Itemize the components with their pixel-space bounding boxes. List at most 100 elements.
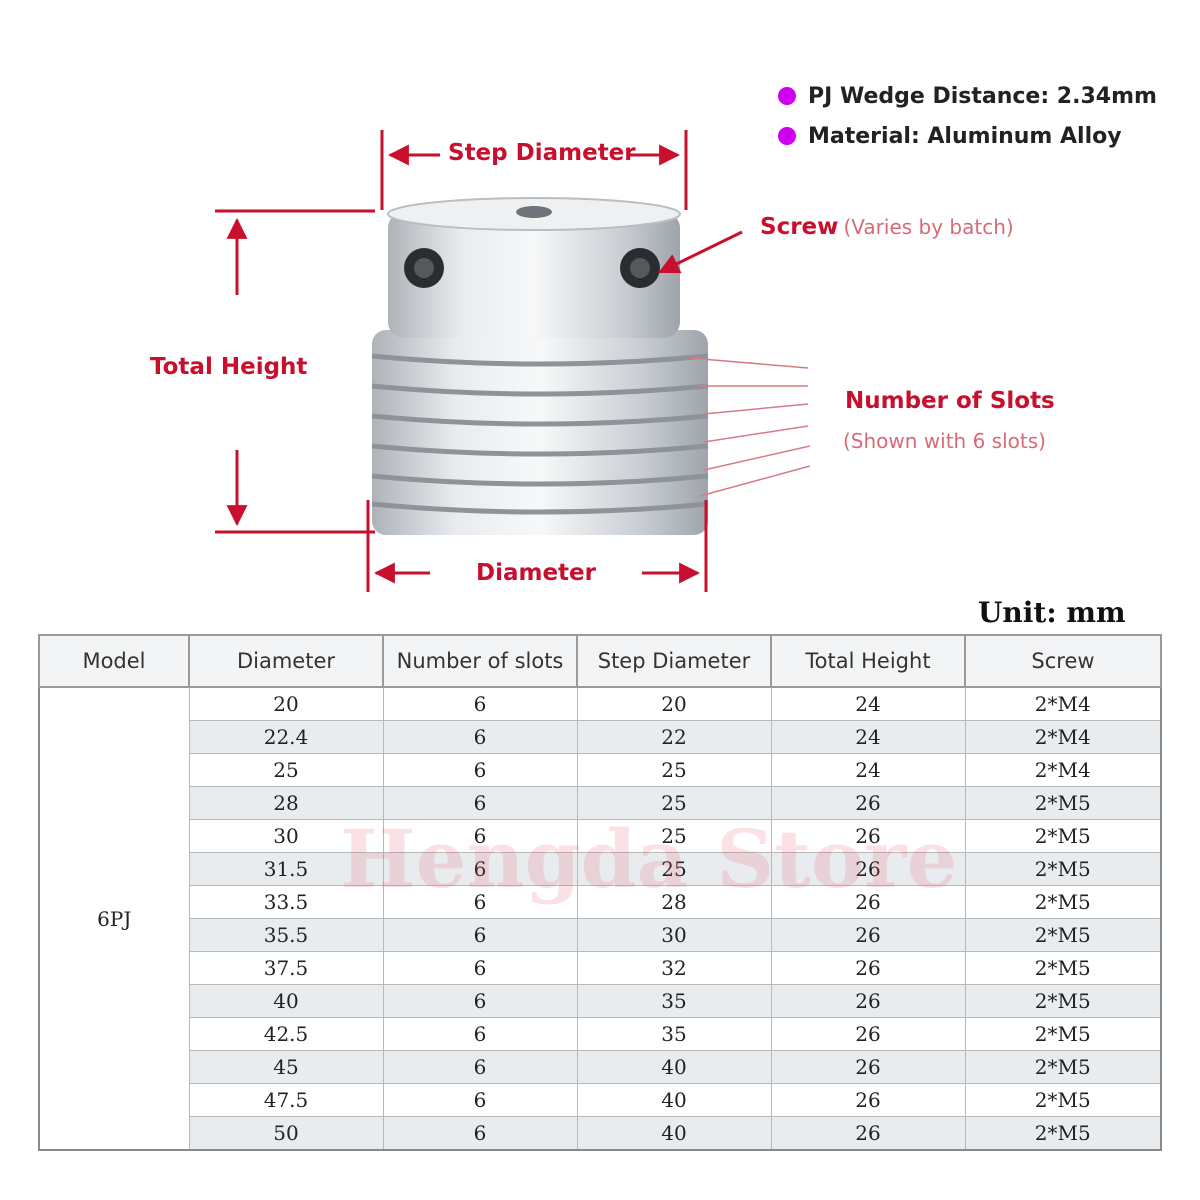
slots-cell: 6 <box>382 1050 578 1084</box>
dimension-lines <box>215 130 743 592</box>
step-diameter-cell: 28 <box>576 885 772 919</box>
slots-cell: 6 <box>382 786 578 820</box>
screw-note: (Varies by batch) <box>843 215 1014 239</box>
total-height-cell: 26 <box>770 819 966 853</box>
slots-cell: 6 <box>382 1083 578 1117</box>
slots-cell: 6 <box>382 819 578 853</box>
pulley-diagram <box>215 130 811 592</box>
total-height-cell: 26 <box>770 1050 966 1084</box>
slots-cell: 6 <box>382 1017 578 1051</box>
pulley-body <box>371 197 709 535</box>
step-diameter-cell: 40 <box>576 1083 772 1117</box>
total-height-cell: 26 <box>770 1116 966 1151</box>
step-diameter-cell: 40 <box>576 1116 772 1151</box>
screw-cell: 2*M5 <box>964 1116 1162 1151</box>
step-diameter-cell: 25 <box>576 852 772 886</box>
screw-cell: 2*M5 <box>964 951 1162 985</box>
slots-note: (Shown with 6 slots) <box>843 429 1046 453</box>
total-height-cell: 26 <box>770 1083 966 1117</box>
screw-callout: Screw (Varies by batch) <box>760 214 1014 240</box>
step-diameter-cell: 25 <box>576 753 772 787</box>
total-height-cell: 26 <box>770 786 966 820</box>
slots-cell: 6 <box>382 885 578 919</box>
diameter-cell: 50 <box>188 1116 384 1151</box>
diameter-label: Diameter <box>476 560 596 586</box>
header-step-diameter: Step Diameter <box>576 634 772 688</box>
screw-cell: 2*M4 <box>964 720 1162 754</box>
diameter-cell: 40 <box>188 984 384 1018</box>
total-height-cell: 26 <box>770 918 966 952</box>
total-height-cell: 24 <box>770 753 966 787</box>
diameter-cell: 22.4 <box>188 720 384 754</box>
header-model: Model <box>38 634 190 688</box>
total-height-cell: 26 <box>770 1017 966 1051</box>
model-cell: 6PJ <box>38 686 190 1151</box>
slots-cell: 6 <box>382 918 578 952</box>
diameter-cell: 35.5 <box>188 918 384 952</box>
slot-leader-lines <box>689 357 811 497</box>
screw-cell: 2*M5 <box>964 1017 1162 1051</box>
slots-cell: 6 <box>382 852 578 886</box>
unit-label: Unit: mm <box>978 596 1126 629</box>
diameter-cell: 47.5 <box>188 1083 384 1117</box>
screw-cell: 2*M4 <box>964 686 1162 721</box>
screw-cell: 2*M5 <box>964 852 1162 886</box>
step-diameter-cell: 20 <box>576 686 772 721</box>
screw-cell: 2*M5 <box>964 819 1162 853</box>
screw-cell: 2*M5 <box>964 885 1162 919</box>
step-diameter-cell: 40 <box>576 1050 772 1084</box>
total-height-cell: 26 <box>770 852 966 886</box>
screw-cell: 2*M5 <box>964 918 1162 952</box>
screw-cell: 2*M5 <box>964 1050 1162 1084</box>
total-height-cell: 26 <box>770 951 966 985</box>
header-total-height: Total Height <box>770 634 966 688</box>
diameter-cell: 20 <box>188 686 384 721</box>
header-number-of-slots: Number of slots <box>382 634 578 688</box>
number-of-slots-label: Number of Slots <box>845 388 1055 414</box>
step-diameter-cell: 22 <box>576 720 772 754</box>
total-height-cell: 26 <box>770 885 966 919</box>
screw-cell: 2*M4 <box>964 753 1162 787</box>
bullet-icon <box>778 127 796 145</box>
header-diameter: Diameter <box>188 634 384 688</box>
step-diameter-cell: 32 <box>576 951 772 985</box>
screw-label: Screw <box>760 214 839 240</box>
slots-cell: 6 <box>382 1116 578 1151</box>
spec-table: Model Diameter Number of slots Step Diam… <box>38 634 1162 1151</box>
slots-cell: 6 <box>382 686 578 721</box>
screw-cell: 2*M5 <box>964 1083 1162 1117</box>
screw-cell: 2*M5 <box>964 984 1162 1018</box>
total-height-cell: 26 <box>770 984 966 1018</box>
diameter-cell: 30 <box>188 819 384 853</box>
slots-cell: 6 <box>382 753 578 787</box>
step-diameter-cell: 25 <box>576 786 772 820</box>
header-screw: Screw <box>964 634 1162 688</box>
slots-cell: 6 <box>382 720 578 754</box>
bullet-icon <box>778 87 796 105</box>
diameter-cell: 42.5 <box>188 1017 384 1051</box>
diameter-cell: 31.5 <box>188 852 384 886</box>
table-header-row: Model Diameter Number of slots Step Diam… <box>38 634 1162 688</box>
diameter-cell: 25 <box>188 753 384 787</box>
wedge-distance-note: PJ Wedge Distance: 2.34mm <box>778 84 1157 109</box>
screw-cell: 2*M5 <box>964 786 1162 820</box>
diameter-cell: 28 <box>188 786 384 820</box>
diameter-cell: 45 <box>188 1050 384 1084</box>
material-note: Material: Aluminum Alloy <box>778 124 1122 149</box>
step-diameter-cell: 35 <box>576 1017 772 1051</box>
diameter-cell: 33.5 <box>188 885 384 919</box>
slots-cell: 6 <box>382 951 578 985</box>
step-diameter-cell: 30 <box>576 918 772 952</box>
